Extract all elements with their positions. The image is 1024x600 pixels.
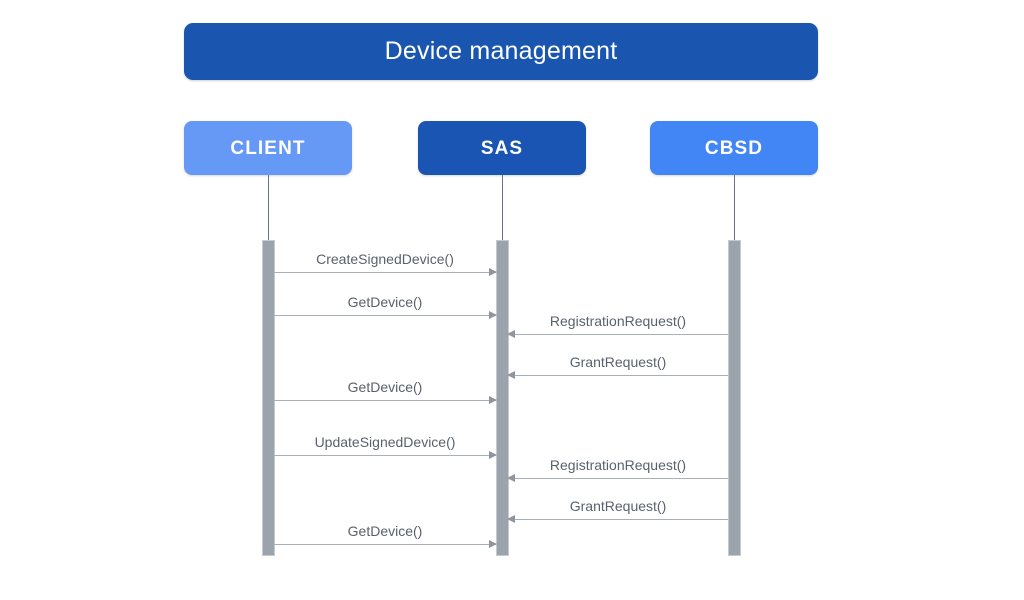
participant-header-sas[interactable]: SAS: [418, 121, 586, 175]
message-label: GetDevice(): [347, 523, 423, 539]
arrowhead-left-icon: [507, 515, 515, 523]
message-line: [274, 315, 496, 316]
arrowhead-right-icon: [489, 540, 497, 548]
message-label: CreateSignedDevice(): [316, 251, 454, 267]
arrowhead-right-icon: [489, 311, 497, 319]
diagram-title-bar: Device management: [184, 23, 818, 80]
message-6[interactable]: UpdateSignedDevice(): [274, 435, 497, 459]
message-line: [274, 544, 496, 545]
activation-bar-cbsd[interactable]: [728, 240, 741, 556]
message-1[interactable]: CreateSignedDevice(): [274, 252, 497, 276]
participant-label-cbsd: CBSD: [704, 137, 764, 159]
message-label: GrantRequest(): [569, 354, 667, 370]
message-label: GetDevice(): [347, 379, 423, 395]
arrowhead-left-icon: [507, 474, 515, 482]
message-line: [274, 455, 496, 456]
message-2[interactable]: GetDevice(): [274, 295, 497, 319]
message-label: RegistrationRequest(): [549, 457, 687, 473]
message-line: [508, 519, 728, 520]
arrowhead-left-icon: [507, 330, 515, 338]
message-line: [508, 334, 728, 335]
arrowhead-right-icon: [489, 268, 497, 276]
lifeline-sas: [502, 175, 503, 241]
arrowhead-right-icon: [489, 396, 497, 404]
message-3[interactable]: RegistrationRequest(): [507, 314, 728, 338]
participant-label-sas: SAS: [480, 137, 524, 159]
message-5[interactable]: GetDevice(): [274, 380, 497, 404]
message-7[interactable]: RegistrationRequest(): [507, 458, 728, 482]
lifeline-client: [268, 175, 269, 241]
message-9[interactable]: GetDevice(): [274, 524, 497, 548]
message-label: GetDevice(): [347, 294, 423, 310]
participant-header-client[interactable]: CLIENT: [184, 121, 352, 175]
message-label: RegistrationRequest(): [549, 313, 687, 329]
arrowhead-right-icon: [489, 451, 497, 459]
arrowhead-left-icon: [507, 371, 515, 379]
message-line: [508, 478, 728, 479]
message-line: [274, 400, 496, 401]
participant-label-client: CLIENT: [230, 137, 306, 159]
message-line: [274, 272, 496, 273]
message-line: [508, 375, 728, 376]
participant-header-cbsd[interactable]: CBSD: [650, 121, 818, 175]
message-8[interactable]: GrantRequest(): [507, 499, 728, 523]
message-4[interactable]: GrantRequest(): [507, 355, 728, 379]
lifeline-cbsd: [734, 175, 735, 241]
message-label: UpdateSignedDevice(): [314, 434, 456, 450]
activation-bar-client[interactable]: [262, 240, 275, 556]
diagram-title-text: Device management: [384, 37, 618, 65]
message-label: GrantRequest(): [569, 498, 667, 514]
